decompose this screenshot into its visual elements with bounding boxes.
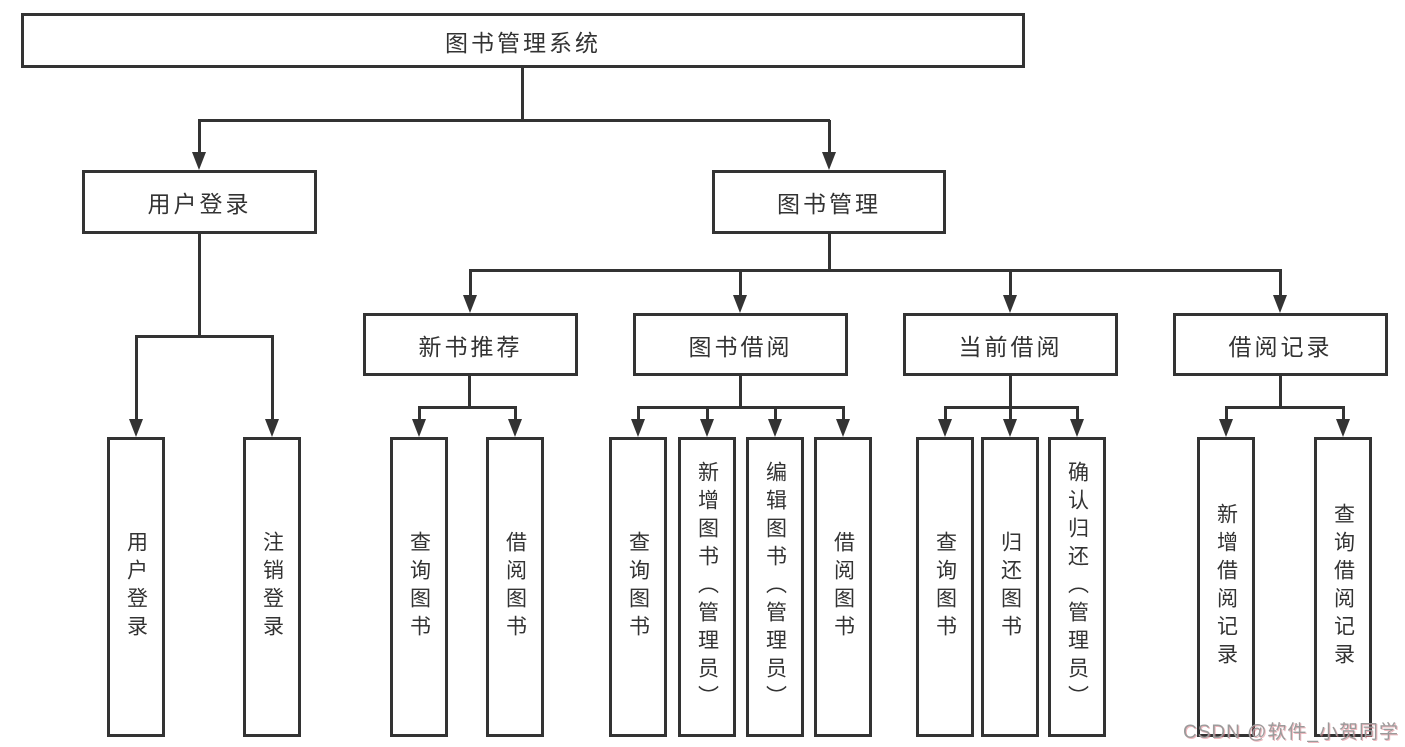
connector-vline xyxy=(842,407,845,420)
connector-vline xyxy=(1009,407,1012,420)
connector-vline xyxy=(198,120,201,154)
arrowhead-down-icon xyxy=(1003,295,1017,313)
arrowhead-down-icon xyxy=(1336,419,1350,437)
arrowhead-down-icon xyxy=(836,419,850,437)
connector-vline xyxy=(469,270,472,296)
connector-vline xyxy=(706,407,709,420)
arrowhead-down-icon xyxy=(768,419,782,437)
connector-vline xyxy=(1342,407,1345,420)
connector-vline xyxy=(521,68,524,120)
connector-vline xyxy=(514,407,517,420)
leaf-add-books-admin: 新增图书（管理员） xyxy=(678,437,736,737)
leaf-query-books-current: 查询图书 xyxy=(916,437,974,737)
connector-vline xyxy=(828,234,831,270)
connector-vline xyxy=(828,120,831,154)
csdn-watermark: CSDN @软件_小贺同学 xyxy=(1183,722,1399,743)
arrowhead-down-icon xyxy=(700,419,714,437)
connector-hline xyxy=(1225,406,1345,409)
connector-vline xyxy=(1009,270,1012,296)
arrowhead-down-icon xyxy=(412,419,426,437)
arrowhead-down-icon xyxy=(938,419,952,437)
connector-vline xyxy=(1279,376,1282,407)
arrowhead-down-icon xyxy=(1273,295,1287,313)
connector-vline xyxy=(1225,407,1228,420)
arrowhead-down-icon xyxy=(733,295,747,313)
leaf-confirm-return-admin: 确认归还（管理员） xyxy=(1048,437,1106,737)
leaf-user-login: 用户登录 xyxy=(107,437,165,737)
arrowhead-down-icon xyxy=(1070,419,1084,437)
leaf-query-books-borrow: 查询图书 xyxy=(609,437,667,737)
connector-hline xyxy=(418,406,517,409)
arrowhead-down-icon xyxy=(508,419,522,437)
connector-vline xyxy=(637,407,640,420)
connector-vline xyxy=(944,407,947,420)
arrowhead-down-icon xyxy=(192,152,206,170)
connector-vline xyxy=(1009,376,1012,407)
connector-vline xyxy=(418,407,421,420)
connector-hline xyxy=(198,119,830,122)
leaf-logout: 注销登录 xyxy=(243,437,301,737)
connector-vline xyxy=(1279,270,1282,296)
leaf-edit-books-admin: 编辑图书（管理员） xyxy=(746,437,804,737)
connector-vline xyxy=(198,234,201,336)
leaf-add-borrow-record: 新增借阅记录 xyxy=(1197,437,1255,737)
leaf-return-books: 归还图书 xyxy=(981,437,1039,737)
arrowhead-down-icon xyxy=(129,419,143,437)
arrowhead-down-icon xyxy=(822,152,836,170)
node-new-book-recommend: 新书推荐 xyxy=(363,313,578,376)
connector-vline xyxy=(739,376,742,407)
node-user-login: 用户登录 xyxy=(82,170,317,234)
node-book-management: 图书管理 xyxy=(712,170,946,234)
node-current-borrow: 当前借阅 xyxy=(903,313,1118,376)
connector-hline xyxy=(135,335,274,338)
connector-vline xyxy=(1076,407,1079,420)
connector-hline xyxy=(469,269,1282,272)
arrowhead-down-icon xyxy=(265,419,279,437)
node-root: 图书管理系统 xyxy=(21,13,1025,68)
connector-vline xyxy=(135,336,138,420)
arrowhead-down-icon xyxy=(1219,419,1233,437)
connector-vline xyxy=(774,407,777,420)
node-book-borrow: 图书借阅 xyxy=(633,313,848,376)
connector-vline xyxy=(271,336,274,420)
leaf-query-borrow-record: 查询借阅记录 xyxy=(1314,437,1372,737)
leaf-query-books-recommend: 查询图书 xyxy=(390,437,448,737)
arrowhead-down-icon xyxy=(463,295,477,313)
connector-hline xyxy=(637,406,845,409)
node-borrow-records: 借阅记录 xyxy=(1173,313,1388,376)
arrowhead-down-icon xyxy=(631,419,645,437)
leaf-borrow-books: 借阅图书 xyxy=(814,437,872,737)
arrowhead-down-icon xyxy=(1003,419,1017,437)
connector-vline xyxy=(739,270,742,296)
connector-vline xyxy=(468,376,471,407)
leaf-borrow-books-recommend: 借阅图书 xyxy=(486,437,544,737)
